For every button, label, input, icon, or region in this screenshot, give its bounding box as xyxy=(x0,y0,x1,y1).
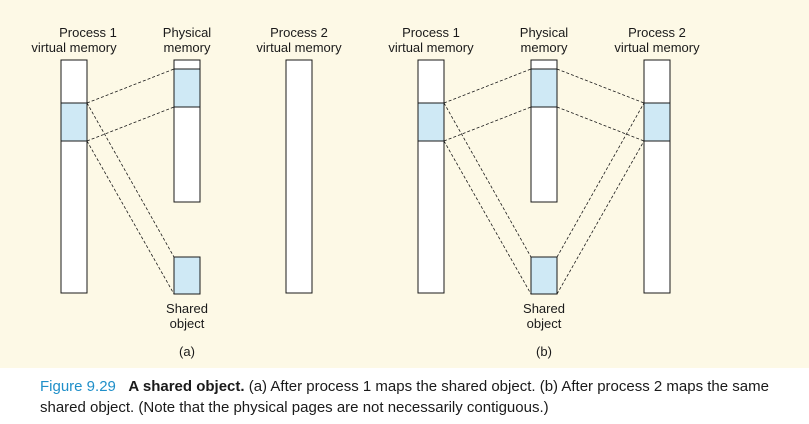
panel-a: Process 1 virtual memory Physical memory… xyxy=(31,25,342,359)
panel-b-process2-label-line1: Process 2 xyxy=(628,25,686,40)
panel-a-sublabel: (a) xyxy=(179,344,195,359)
panel-a-process1-memory xyxy=(60,59,88,294)
panel-b-shared-object xyxy=(530,256,558,295)
panel-a-shared-object xyxy=(173,256,201,295)
panel-b-process1-label-line2: virtual memory xyxy=(388,40,474,55)
panel-b-process1-shared-region xyxy=(417,102,445,142)
panel-a-process2-memory xyxy=(285,59,313,294)
panel-b-shared-label-line1: Shared xyxy=(523,301,565,316)
panel-b-mapping-lines xyxy=(443,68,645,295)
panel-a-physical-shared-pages xyxy=(173,68,201,108)
panel-a-process1-label-line1: Process 1 xyxy=(59,25,117,40)
panel-b-process1-memory xyxy=(417,59,445,294)
panel-b-physical-label-line1: Physical xyxy=(520,25,569,40)
panel-a-process2-label-line1: Process 2 xyxy=(270,25,328,40)
panel-b-process1-label-line1: Process 1 xyxy=(402,25,460,40)
figure-caption-text: (a) After process 1 maps the shared obje… xyxy=(40,378,769,416)
panel-b-process2-label-line2: virtual memory xyxy=(614,40,700,55)
panel-b-shared-label-line2: object xyxy=(527,316,562,331)
figure-number: Figure 9.29 xyxy=(40,378,116,395)
panel-a-shared-label-line2: object xyxy=(170,316,205,331)
panel-a-physical-label-line1: Physical xyxy=(163,25,212,40)
figure-panel xyxy=(0,0,809,368)
panel-a-process1-label-line2: virtual memory xyxy=(31,40,117,55)
panel-b-sublabel: (b) xyxy=(536,344,552,359)
panel-b-physical-label-line2: memory xyxy=(521,40,568,55)
panel-b-physical-shared-pages xyxy=(530,68,558,108)
panel-a-mapping-lines xyxy=(86,68,175,295)
figure-caption: Figure 9.29 A shared object. (a) After p… xyxy=(40,376,800,418)
panel-b: Process 1 virtual memory Physical memory… xyxy=(388,25,700,359)
figure-title: A shared object. xyxy=(128,378,245,395)
panel-a-physical-label-line2: memory xyxy=(164,40,211,55)
panel-a-process2-label-line2: virtual memory xyxy=(256,40,342,55)
panel-b-process2-shared-region xyxy=(643,102,671,142)
panel-a-process1-shared-region xyxy=(60,102,88,142)
shared-object-diagram: Process 1 virtual memory Physical memory… xyxy=(31,25,700,359)
panel-a-shared-label-line1: Shared xyxy=(166,301,208,316)
panel-b-process2-memory xyxy=(643,59,671,294)
